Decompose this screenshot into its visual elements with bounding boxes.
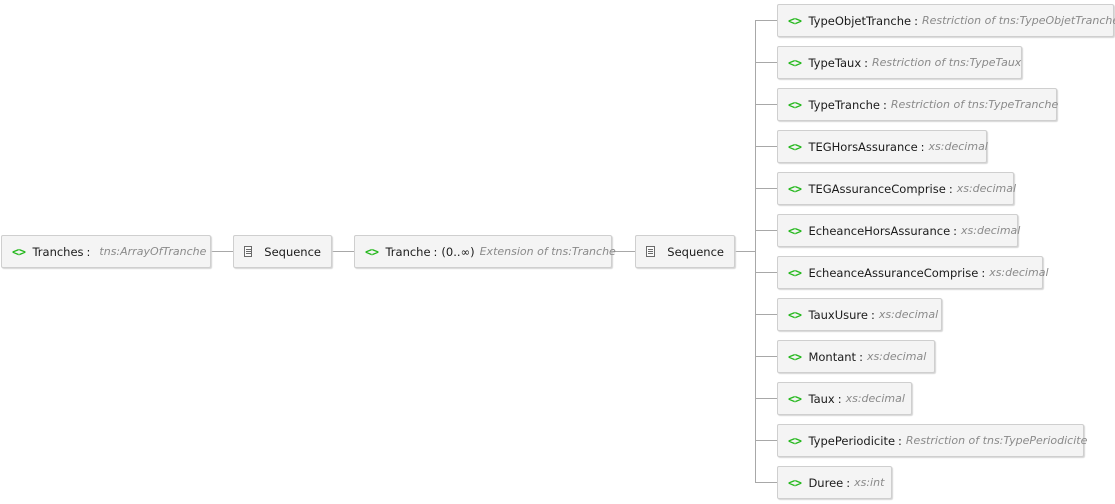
element-name: TEGHorsAssurance <box>808 139 918 154</box>
element-icon: <> <box>788 181 802 196</box>
element-type: xs:decimal <box>928 140 988 153</box>
connector-child <box>755 188 777 189</box>
connector-child <box>755 482 777 483</box>
element-node-child[interactable]: <>TypeObjetTranche:Restriction of tns:Ty… <box>777 4 1115 37</box>
element-node-child[interactable]: <>TEGHorsAssurance:xs:decimal <box>777 130 988 163</box>
element-name: Tranche <box>385 244 431 259</box>
element-node-child[interactable]: <>TypePeriodicite:Restriction of tns:Typ… <box>777 424 1088 457</box>
element-icon: <> <box>788 139 802 154</box>
element-name: Tranches <box>32 244 84 259</box>
element-icon: <> <box>788 265 802 280</box>
element-node-child[interactable]: <>Taux:xs:decimal <box>777 382 912 415</box>
element-name: TypeObjetTranche <box>808 13 912 28</box>
element-node-tranches[interactable]: <> Tranches : tns:ArrayOfTranche <box>1 235 211 268</box>
element-type: tns:ArrayOfTranche <box>99 245 207 258</box>
sequence-label: Sequence <box>667 244 724 259</box>
element-type: Restriction of tns:TypeTranche <box>890 98 1059 111</box>
element-node-child[interactable]: <>TypeTaux:Restriction of tns:TypeTaux <box>777 46 1022 79</box>
connector-tranche-seq2 <box>612 251 635 252</box>
element-type: xs:decimal <box>956 182 1017 195</box>
element-type: xs:decimal <box>866 350 927 363</box>
element-type: Restriction of tns:TypeObjetTranche <box>921 14 1115 27</box>
element-node-child[interactable]: <>TEGAssuranceComprise:xs:decimal <box>777 172 1017 205</box>
connector-child <box>755 440 777 441</box>
element-type: xs:int <box>854 476 885 489</box>
element-name: TauxUsure <box>808 307 868 322</box>
element-icon: <> <box>788 475 802 490</box>
element-type: Extension of tns:Tranche <box>479 245 616 258</box>
connector-trunk-vertical <box>755 20 756 483</box>
element-icon: <> <box>788 55 802 70</box>
element-name: EcheanceAssuranceComprise <box>808 265 979 280</box>
element-type: xs:decimal <box>878 308 939 321</box>
element-name: Montant <box>808 349 857 364</box>
connector-child <box>755 230 777 231</box>
element-name: TypeTranche <box>808 97 880 112</box>
element-type: xs:decimal <box>961 224 1021 237</box>
element-node-child[interactable]: <>TypeTranche:Restriction of tns:TypeTra… <box>777 88 1059 121</box>
element-node-child[interactable]: <>EcheanceAssuranceComprise:xs:decimal <box>777 256 1049 289</box>
connector-seq1-tranche <box>332 251 354 252</box>
element-icon: <> <box>788 349 802 364</box>
sequence-node-1[interactable]: Sequence <box>233 235 332 268</box>
element-icon: <> <box>788 13 802 28</box>
connector-root-seq1 <box>211 251 233 252</box>
connector-child <box>755 104 777 105</box>
element-icon: <> <box>788 433 802 448</box>
sequence-icon <box>646 246 656 257</box>
element-name: TypeTaux <box>808 55 862 70</box>
element-type: xs:decimal <box>989 266 1049 279</box>
connector-child <box>755 356 777 357</box>
element-type: xs:decimal <box>845 392 905 405</box>
element-name: EcheanceHorsAssurance <box>808 223 951 238</box>
element-node-child[interactable]: <>Duree:xs:int <box>777 466 892 499</box>
element-name: Duree <box>808 475 844 490</box>
sequence-node-2[interactable]: Sequence <box>635 235 735 268</box>
element-icon: <> <box>788 307 802 322</box>
connector-child <box>755 272 777 273</box>
sequence-icon <box>244 246 253 257</box>
sequence-label: Sequence <box>264 244 321 259</box>
connector-child <box>755 146 777 147</box>
connector-child <box>755 398 777 399</box>
element-icon: <> <box>12 244 26 259</box>
element-icon: <> <box>365 244 379 259</box>
connector-child <box>755 20 777 21</box>
connector-child <box>755 314 777 315</box>
element-icon: <> <box>788 223 802 238</box>
element-name: Taux <box>808 391 835 406</box>
element-name: TypePeriodicite <box>808 433 896 448</box>
element-node-tranche[interactable]: <> Tranche : (0..∞) Extension of tns:Tra… <box>354 235 616 268</box>
element-icon: <> <box>788 97 802 112</box>
element-type: Restriction of tns:TypeTaux <box>872 56 1022 69</box>
element-node-child[interactable]: <>EcheanceHorsAssurance:xs:decimal <box>777 214 1021 247</box>
connector-child <box>755 62 777 63</box>
element-occurrence: (0..∞) <box>441 244 475 259</box>
element-node-child[interactable]: <>TauxUsure:xs:decimal <box>777 298 942 331</box>
element-icon: <> <box>788 391 802 406</box>
element-name: TEGAssuranceComprise <box>808 181 946 196</box>
element-type: Restriction of tns:TypePeriodicite <box>905 434 1088 447</box>
element-node-child[interactable]: <>Montant:xs:decimal <box>777 340 935 373</box>
connector-seq2-trunk <box>735 251 755 252</box>
